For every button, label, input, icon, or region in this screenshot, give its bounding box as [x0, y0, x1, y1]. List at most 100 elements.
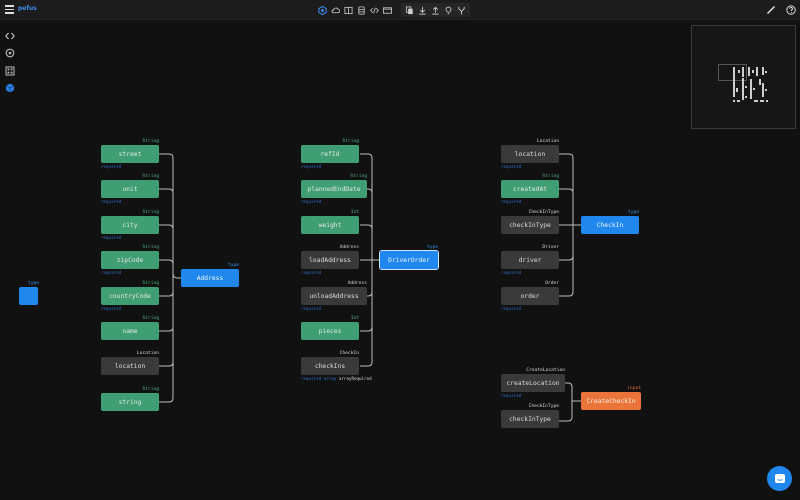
checkins-badges: required array arrayRequired — [301, 376, 372, 381]
graph-icon[interactable] — [317, 5, 328, 16]
orphan-type-label: type — [27, 281, 39, 286]
required-badge: required — [101, 199, 122, 204]
field-node-countrycode[interactable]: countryCode — [101, 287, 159, 305]
field-node-checkins[interactable]: checkIns — [301, 357, 359, 375]
field-node-string[interactable]: string — [101, 393, 159, 411]
copy-icon[interactable] — [404, 5, 415, 16]
required-badge: required — [101, 164, 122, 169]
field-node-street[interactable]: street — [101, 145, 159, 163]
field-type-label: Address — [347, 281, 367, 286]
toolbar-view-group — [315, 3, 395, 17]
field-type-label: CheckInType — [528, 404, 559, 409]
sidebar-grid-icon[interactable] — [5, 61, 15, 76]
field-node-pieces[interactable]: pieces — [301, 322, 359, 340]
field-type-label: CreateLocation — [526, 368, 565, 373]
field-node-unloadaddress[interactable]: unloadAddress — [301, 287, 367, 305]
input-kind-label: input — [627, 386, 641, 391]
field-node-refid[interactable]: refId — [301, 145, 359, 163]
field-node-unit[interactable]: unit — [101, 180, 159, 198]
field-node-city[interactable]: city — [101, 216, 159, 234]
top-right-actions — [765, 4, 796, 15]
required-badge: required — [301, 199, 322, 204]
type-node-address[interactable]: Address — [181, 269, 239, 287]
required-badge: required — [301, 306, 322, 311]
type-node-checkin[interactable]: CheckIn — [581, 216, 639, 234]
field-node-createdat[interactable]: createdAt — [501, 180, 559, 198]
required-badge: required — [301, 270, 322, 275]
field-type-label: String — [142, 387, 159, 392]
field-type-label: String — [350, 174, 367, 179]
field-node-location[interactable]: location — [501, 145, 559, 163]
field-node-driver[interactable]: driver — [501, 251, 559, 269]
field-type-label: String — [142, 139, 159, 144]
window-icon[interactable] — [382, 5, 393, 16]
required-badge: required — [101, 306, 122, 311]
field-node-plannedenddate[interactable]: plannedEndDate — [301, 180, 367, 198]
field-node-checkintype[interactable]: checkInType — [501, 216, 559, 234]
required-badge: required — [501, 270, 522, 275]
field-type-label: String — [142, 174, 159, 179]
sidebar-code-icon[interactable] — [5, 26, 15, 40]
field-type-label: String — [142, 281, 159, 286]
input-node-createcheckin[interactable]: CreateCheckIn — [581, 392, 641, 410]
code-icon[interactable] — [369, 5, 380, 16]
field-type-label: Order — [545, 281, 559, 286]
field-type-label: Int — [350, 210, 359, 215]
upload-icon[interactable] — [430, 5, 441, 16]
required-badge: required — [501, 306, 522, 311]
required-badge: required — [101, 235, 122, 240]
field-node-loadaddress[interactable]: loadAddress — [301, 251, 359, 269]
required-badge: required — [101, 270, 122, 275]
field-node-location[interactable]: location — [101, 357, 159, 375]
database-icon[interactable] — [356, 5, 367, 16]
lightbulb-icon[interactable] — [443, 5, 454, 16]
field-type-label: CheckIn — [339, 351, 359, 356]
orphan-type-node[interactable] — [19, 287, 38, 305]
field-node-zipcode[interactable]: zipCode — [101, 251, 159, 269]
required-badge: required — [301, 164, 322, 169]
sidebar-graph-icon[interactable] — [5, 78, 15, 93]
required-badge: required — [301, 376, 322, 381]
top-bar: pefus — [0, 0, 800, 20]
menu-icon[interactable] — [5, 5, 14, 14]
field-type-label: String — [142, 316, 159, 321]
required-badge: required — [501, 164, 522, 169]
download-icon[interactable] — [417, 5, 428, 16]
type-node-driverorder[interactable]: DriverOrder — [379, 250, 439, 270]
fork-icon[interactable] — [456, 5, 467, 16]
field-type-label: String — [542, 174, 559, 179]
toolbar — [315, 3, 470, 17]
brand-name[interactable]: pefus — [18, 5, 37, 12]
field-type-label: CheckInType — [528, 210, 559, 215]
book-icon[interactable] — [343, 5, 354, 16]
field-type-label: Driver — [542, 245, 559, 250]
field-node-createlocation[interactable]: createLocation — [501, 374, 565, 392]
field-node-order[interactable]: order — [501, 287, 559, 305]
field-type-label: String — [142, 210, 159, 215]
chat-button[interactable] — [767, 466, 792, 491]
pen-icon[interactable] — [765, 4, 776, 15]
required-badge: required — [501, 393, 522, 398]
chat-icon — [774, 473, 785, 483]
minimap-viewport[interactable] — [718, 64, 747, 81]
field-type-label: Location — [536, 139, 559, 144]
toolbar-action-group — [401, 3, 470, 17]
type-kind-label: type — [426, 245, 438, 250]
type-kind-label: type — [227, 263, 239, 268]
field-type-label: String — [142, 245, 159, 250]
field-node-weight[interactable]: weight — [301, 216, 359, 234]
sidebar-settings-icon[interactable] — [5, 43, 15, 58]
array-badge: array — [323, 376, 337, 381]
field-node-checkintype[interactable]: checkInType — [501, 410, 559, 428]
minimap[interactable] — [691, 25, 796, 129]
field-type-label: Location — [136, 351, 159, 356]
array-required-badge: arrayRequired — [338, 376, 372, 381]
field-type-label: Address — [339, 245, 359, 250]
cloud-icon[interactable] — [330, 5, 341, 16]
required-badge: required — [501, 199, 522, 204]
field-type-label: Int — [350, 316, 359, 321]
help-icon[interactable] — [785, 4, 796, 15]
field-node-name[interactable]: name — [101, 322, 159, 340]
field-type-label: String — [342, 139, 359, 144]
